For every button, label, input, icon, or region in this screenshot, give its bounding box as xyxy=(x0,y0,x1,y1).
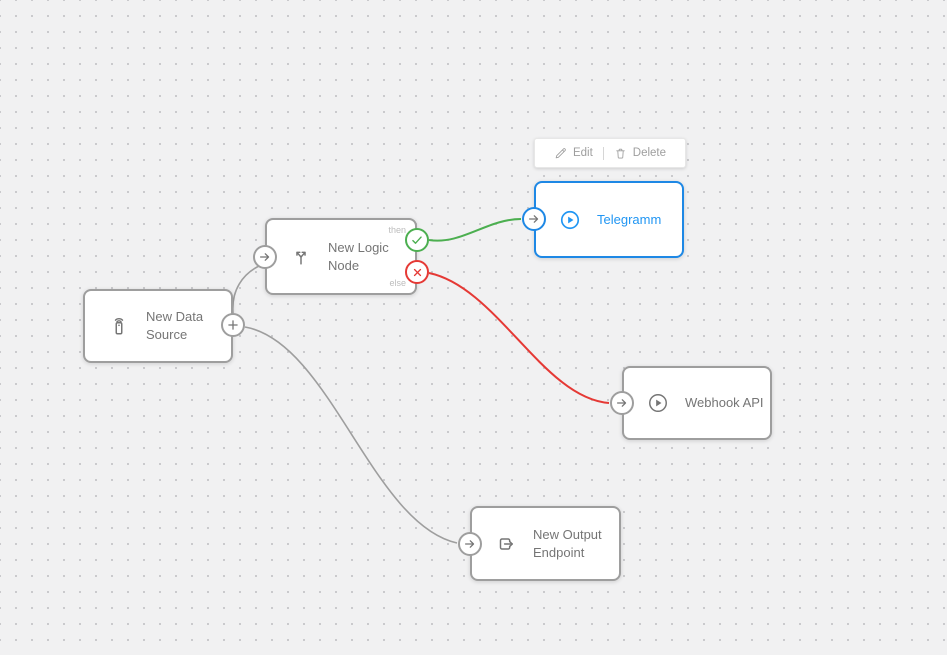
arrow-right-icon xyxy=(616,399,627,407)
telegram-input-port[interactable] xyxy=(522,207,546,231)
node-label: New Data Source xyxy=(146,309,204,342)
node-label: New Logic Node xyxy=(328,239,389,273)
remote-sensor-icon xyxy=(107,314,131,338)
then-branch-label: then xyxy=(388,225,406,235)
node-logic[interactable]: New Logic Node then else xyxy=(265,218,417,295)
node-label: Webhook API xyxy=(685,395,764,411)
node-context-toolbar: Edit Delete xyxy=(534,138,686,168)
toolbar-divider xyxy=(602,146,604,160)
edge-else-to-webhook[interactable] xyxy=(428,272,610,404)
webhook-input-port[interactable] xyxy=(610,391,634,415)
edit-button[interactable]: Edit xyxy=(554,147,593,160)
logic-else-port[interactable] xyxy=(405,260,429,284)
trash-icon xyxy=(616,148,625,159)
pencil-icon xyxy=(555,147,566,158)
edge-source-to-output[interactable] xyxy=(244,326,458,544)
data-source-add-port[interactable] xyxy=(221,313,245,337)
play-circle-icon xyxy=(558,208,582,232)
exit-arrow-icon xyxy=(494,532,518,556)
output-input-port[interactable] xyxy=(458,532,482,556)
cross-icon xyxy=(413,268,421,276)
node-webhook[interactable]: Webhook API xyxy=(622,366,772,440)
edge-then-to-telegram[interactable] xyxy=(428,218,522,242)
logic-then-port[interactable] xyxy=(405,228,429,252)
delete-button-label: Delete xyxy=(632,147,667,159)
node-output[interactable]: New Output Endpoint xyxy=(470,506,621,581)
play-circle-icon xyxy=(646,391,670,415)
edge-source-to-logic[interactable] xyxy=(232,265,260,315)
plus-icon xyxy=(228,320,238,330)
check-icon xyxy=(412,236,422,244)
node-telegram[interactable]: Telegramm xyxy=(534,181,684,258)
node-label: New Output Endpoint xyxy=(533,526,602,560)
node-label: Telegramm xyxy=(597,211,662,227)
edit-button-label: Edit xyxy=(572,147,593,159)
delete-button[interactable]: Delete xyxy=(614,147,666,160)
logic-input-port[interactable] xyxy=(253,245,277,269)
else-branch-label: else xyxy=(389,278,406,288)
arrow-right-icon xyxy=(464,540,475,548)
node-data-source[interactable]: New Data Source xyxy=(83,289,233,363)
arrow-right-icon xyxy=(259,253,270,261)
branch-split-icon xyxy=(289,245,313,269)
arrow-right-icon xyxy=(528,215,539,223)
